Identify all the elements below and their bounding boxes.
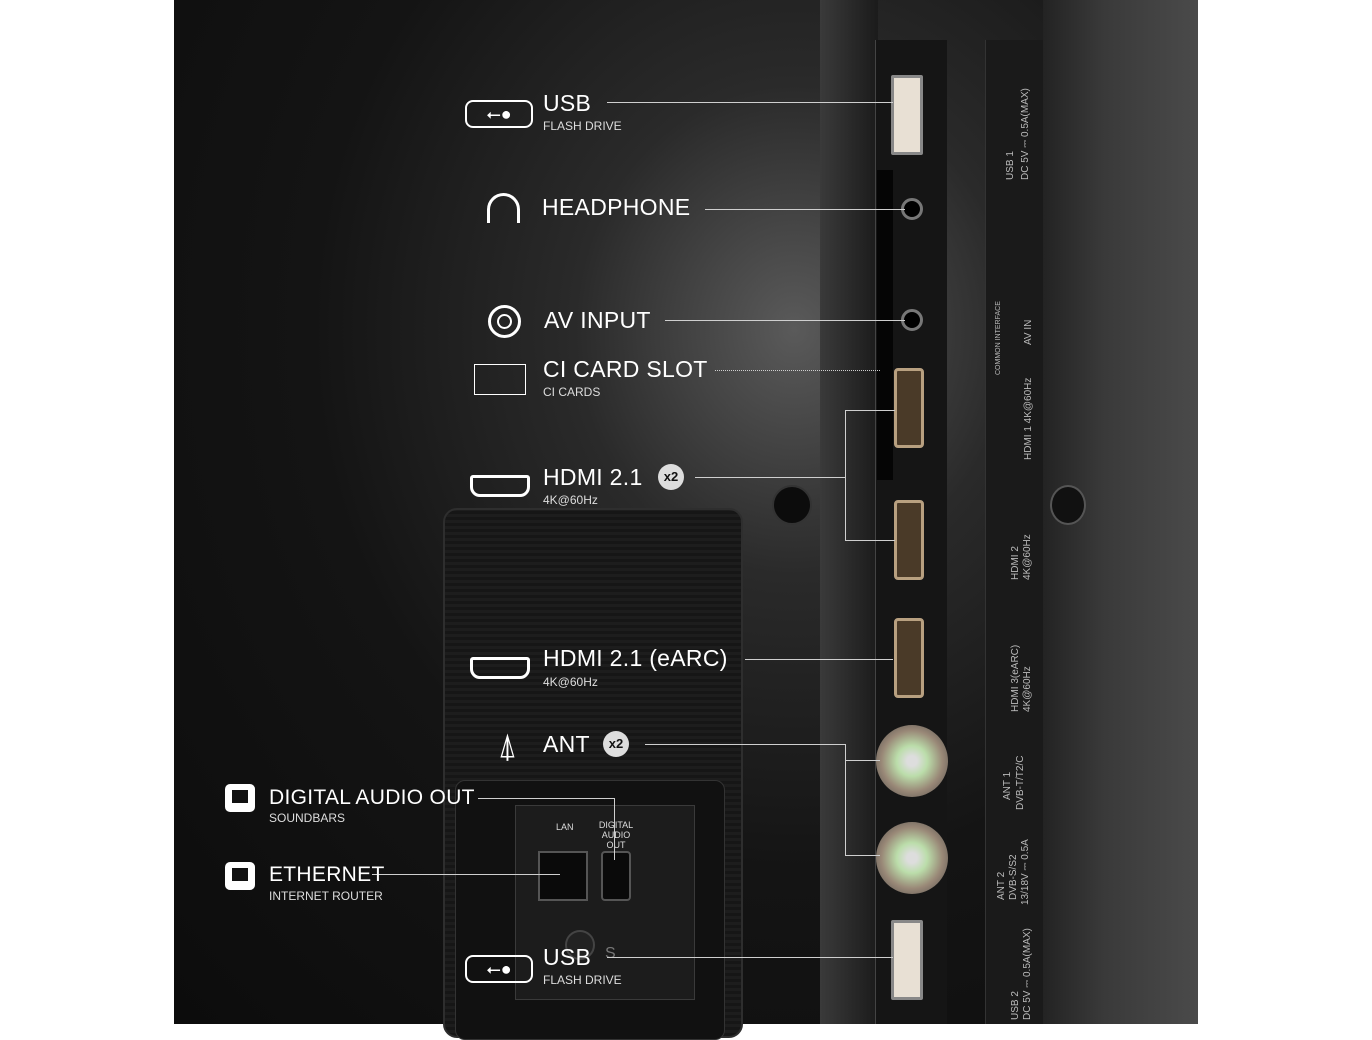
mount-screw [772,485,812,525]
hdmi-icon [470,475,530,497]
label-headphone: HEADPHONE [542,194,691,220]
optical-port [601,851,631,901]
leader-hdmi-branch1 [845,410,895,411]
usb-icon: ⭠● [465,100,533,128]
panel-label-s: S [605,945,616,962]
strip-ant2-power: 13/18V ⎓ 0.5A [1020,839,1031,905]
leader-headphone [705,209,905,210]
sub-usb1: FLASH DRIVE [543,119,622,133]
leader-optical [478,798,614,799]
sub-optical: SOUNDBARS [269,811,346,825]
leader-usb1 [607,102,893,103]
strip-hdmi2-spec: 4K@60Hz [1022,534,1033,580]
tv-edge [820,0,878,1024]
lan-port [538,851,588,901]
strip-hdmi2: HDMI 2 [1010,546,1021,580]
usb2-port [891,920,923,1000]
sub-usb2: FLASH DRIVE [543,973,622,987]
sub-hdmi-earc: 4K@60Hz [543,675,598,689]
label-ci: CI CARD SLOT [543,356,708,382]
strip-hdmi3: HDMI 3(eARC) [1010,644,1021,712]
ethernet-icon [225,862,255,890]
antenna-icon: ⍋ [497,727,518,765]
strip-ant1-spec: DVB-T/T2/C [1015,755,1026,810]
label-ethernet: ETHERNET [269,863,385,886]
usb1-port [891,75,923,155]
ant2-port [876,822,948,894]
strip-usb1: USB 1 [1005,151,1016,180]
label-usb1: USB [543,90,592,116]
leader-hdmi-earc [745,659,893,660]
ci-slot [877,170,893,480]
panel-label-lan: LAN [556,822,574,832]
strip-av-in: AV IN [1023,319,1034,345]
badge-ant-count: x2 [603,731,629,757]
leader-av [665,320,905,321]
hdmi2-port [894,500,924,580]
card-slot-icon [474,364,526,395]
rim-screw [1050,485,1086,525]
badge-hdmi-count: x2 [658,464,684,490]
leader-ethernet [372,874,560,875]
leader-usb2 [607,957,893,958]
sub-ci: CI CARDS [543,385,601,399]
leader-optical-vertical [614,798,615,860]
av-input-icon [488,305,521,338]
hdmi3-port [894,618,924,698]
sub-hdmi: 4K@60Hz [543,493,598,507]
label-hdmi: HDMI 2.1 [543,464,643,490]
leader-hdmi [695,477,845,478]
optical-port-icon [225,784,255,812]
strip-ant1: ANT 1 [1002,771,1013,800]
leader-ci [715,370,880,371]
label-optical: DIGITAL AUDIO OUT [269,786,475,809]
strip-ant2-spec: DVB-S/S2 [1008,854,1019,900]
leader-hdmi-vertical [845,410,846,541]
usb-icon: ⭠● [465,955,533,983]
headphone-icon [487,193,520,223]
strip-common-interface: COMMON INTERFACE [995,301,1002,375]
hdmi-icon [470,657,530,679]
panel-label-digital-audio-out: DIGITAL AUDIO OUT [598,820,634,850]
strip-hdmi1: HDMI 1 4K@60Hz [1023,377,1034,460]
leader-hdmi-branch2 [845,540,895,541]
label-hdmi-earc: HDMI 2.1 (eARC) [543,645,728,671]
strip-usb1-power: DC 5V ⎓ 0.5A(MAX) [1020,88,1031,180]
label-ant: ANT [543,731,590,757]
leader-ant [645,744,845,745]
label-usb2: USB [543,944,592,970]
leader-ant-vertical [845,744,846,856]
strip-usb2-power: DC 5V ⎓ 0.5A(MAX) [1022,928,1033,1020]
leader-ant-branch1 [845,760,880,761]
strip-usb2: USB 2 [1010,991,1021,1020]
strip-hdmi3-spec: 4K@60Hz [1022,666,1033,712]
label-av: AV INPUT [544,307,651,333]
leader-ant-branch2 [845,855,880,856]
hdmi1-port [894,368,924,448]
sub-ethernet: INTERNET ROUTER [269,889,383,903]
lan-optical-box: LAN DIGITAL AUDIO OUT [515,805,695,1000]
ant1-port [876,725,948,797]
screw-hole [565,930,595,960]
strip-ant2: ANT 2 [996,871,1007,900]
side-label-strip [985,40,1043,1024]
